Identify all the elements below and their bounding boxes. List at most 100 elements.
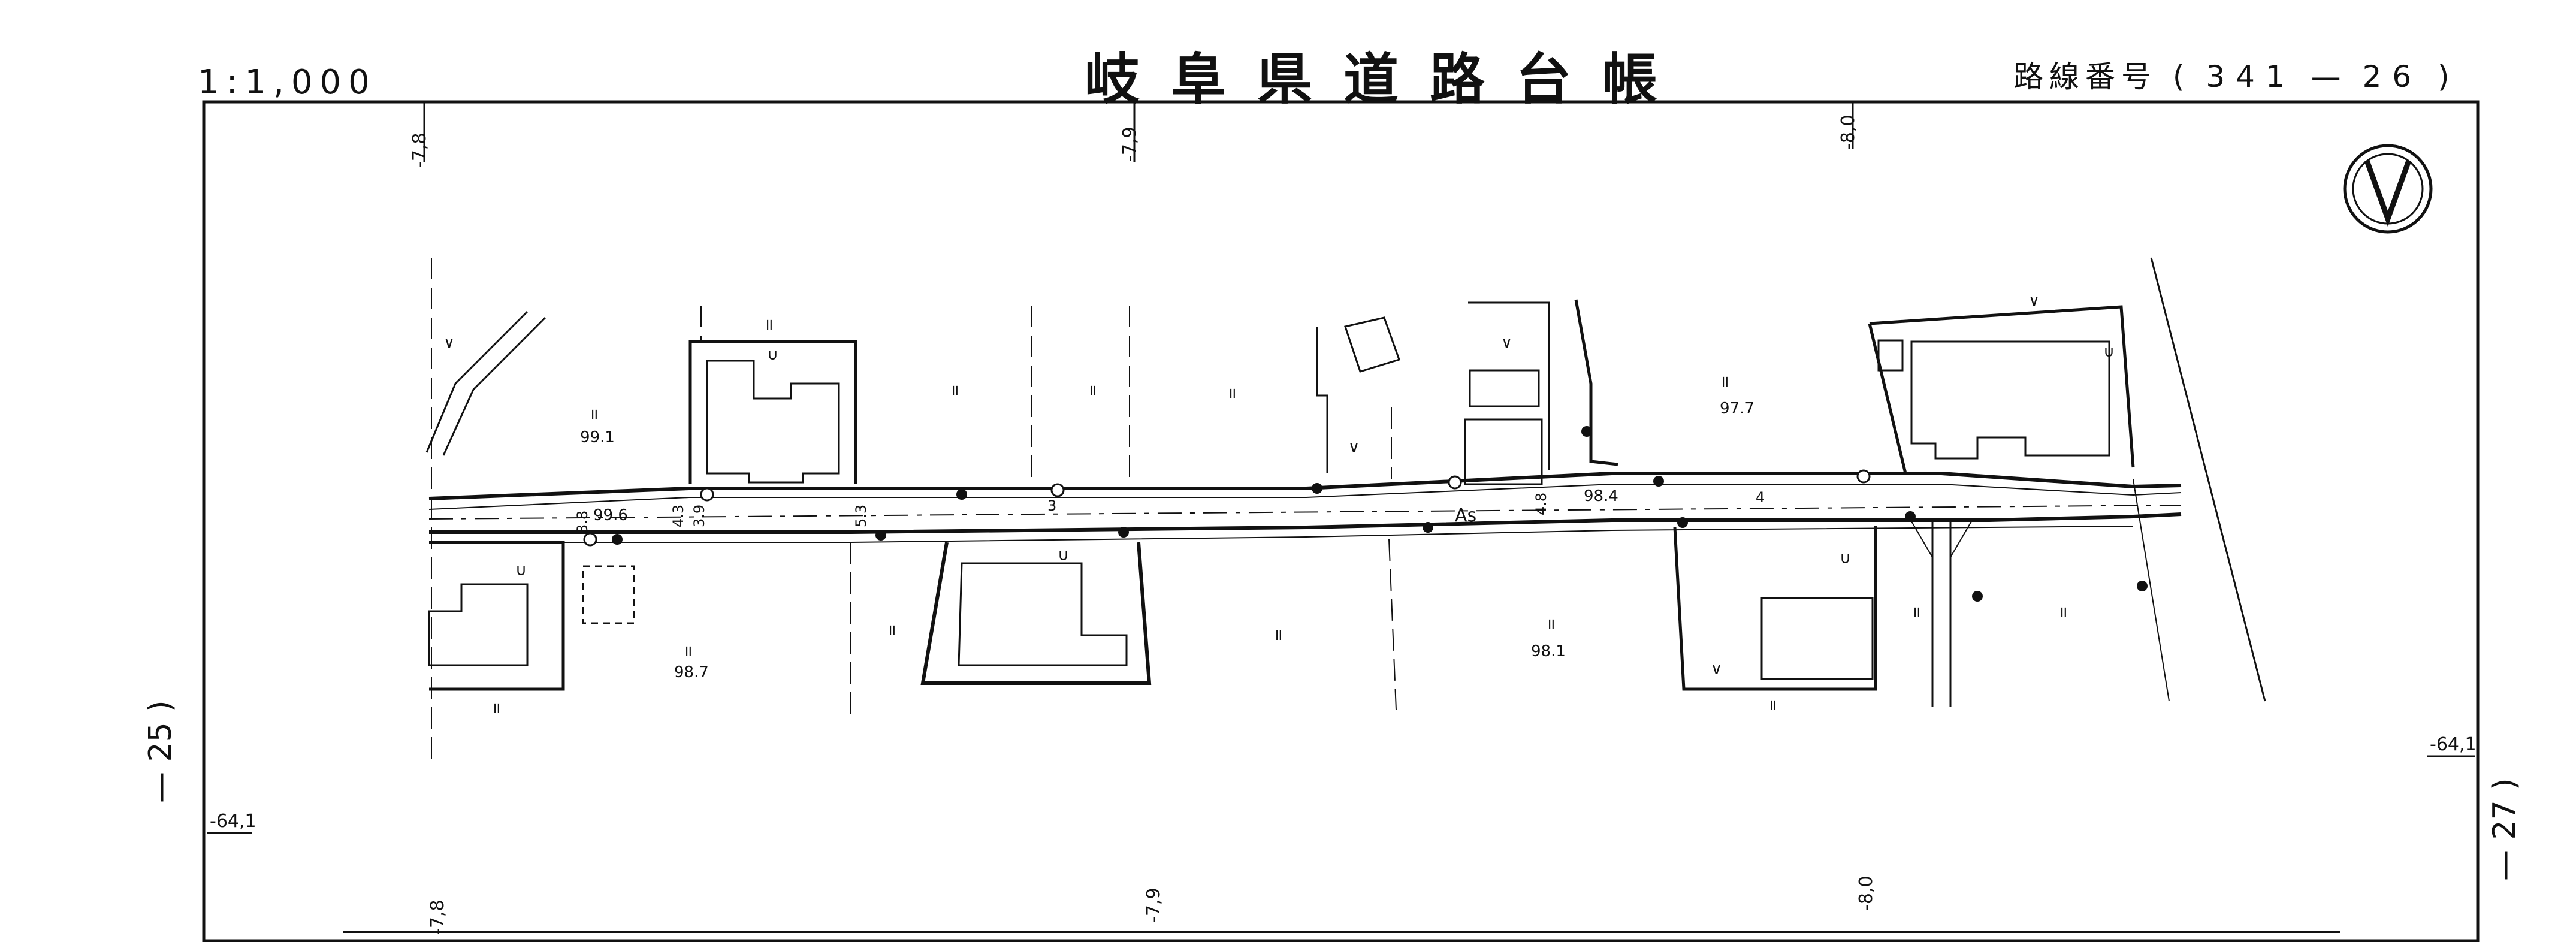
route-number-b: 26 xyxy=(2362,59,2423,94)
side-road-corner xyxy=(1911,521,1972,558)
paddy-mark-2: ॥ xyxy=(950,382,959,400)
route-dash: — xyxy=(2311,59,2347,94)
paddy-mark-12: ॥ xyxy=(2058,603,2068,621)
utility-pole-2 xyxy=(875,530,886,541)
utility-pole-11 xyxy=(1972,591,1983,602)
plot-north-5 xyxy=(1869,305,2135,468)
route-number: 路線番号 ( 341 — 26 ) xyxy=(2013,53,2456,96)
north-arrow-icon xyxy=(2343,144,2433,234)
road-edge-south-inner xyxy=(429,526,2134,543)
building-north-3b xyxy=(1464,418,1543,485)
plot-north-1 xyxy=(688,340,857,484)
paddy-mark-14: ॥ xyxy=(1768,696,1777,714)
width-label-2: 4 xyxy=(1756,489,1765,506)
paddy-mark-5: ॥ xyxy=(764,316,774,334)
field-mark-4: ∨ xyxy=(2028,292,2040,310)
plot-south-2 xyxy=(920,542,1152,685)
utility-pole-5 xyxy=(1312,483,1322,494)
paddy-mark-10: ॥ xyxy=(1546,615,1556,633)
utility-pole-6 xyxy=(1423,522,1433,533)
paddy-mark-9: ॥ xyxy=(1273,626,1283,644)
east-road-edge xyxy=(2150,257,2266,702)
paddy-mark-3: ॥ xyxy=(1088,382,1097,400)
building-north-1 xyxy=(706,360,840,484)
elevation-5: 98.1 xyxy=(1531,642,1566,660)
grid-label-left: -64,1 xyxy=(210,811,256,832)
utility-pole-8 xyxy=(1653,476,1664,487)
plot-north-4-edge xyxy=(1574,299,1618,466)
manhole-3 xyxy=(1856,469,1871,484)
plot-south-1 xyxy=(429,541,565,691)
road-edge-south xyxy=(429,512,2182,534)
route-paren-close: ) xyxy=(2438,59,2456,94)
route-paren-open: ( xyxy=(2172,59,2191,94)
field-mark-1: ∨ xyxy=(443,334,455,352)
building-north-2 xyxy=(1344,316,1400,373)
paddy-mark-4: ॥ xyxy=(1227,385,1237,403)
manhole-1 xyxy=(700,487,714,502)
elevation-6: 97.7 xyxy=(1720,400,1754,418)
paddy-mark-1: ॥ xyxy=(589,406,599,424)
grid-label-bottom-3: -8,0 xyxy=(1856,875,1877,911)
grid-label-right: -64,1 xyxy=(2430,734,2477,755)
paddy-mark-13: ॥ xyxy=(491,699,501,717)
plot-north-5-west xyxy=(1868,323,1907,474)
width-label-3: 4.3 xyxy=(670,505,687,527)
building-south-2 xyxy=(958,562,1128,666)
elevation-2: 99.6 xyxy=(593,506,628,524)
dry-mark-1: ∪ xyxy=(767,346,778,364)
grid-label-bottom-2: -7,9 xyxy=(1143,887,1164,923)
utility-pole-12 xyxy=(2137,581,2148,591)
plot-north-2-west xyxy=(1316,327,1328,473)
building-north-3a xyxy=(1469,369,1540,407)
width-label-6: 4.8 xyxy=(1533,493,1550,515)
route-number-a: 341 xyxy=(2206,59,2296,94)
paddy-mark-6: ॥ xyxy=(1720,373,1729,391)
width-label-1: 3 xyxy=(1047,497,1056,514)
plot-north-3 xyxy=(1468,301,1550,470)
width-label-5: 5.3 xyxy=(853,505,869,527)
utility-pole-7 xyxy=(1581,426,1592,437)
dry-mark-4: ∪ xyxy=(1840,550,1851,567)
hydrant-icon xyxy=(1448,475,1462,490)
building-north-5 xyxy=(1910,340,2110,460)
map-frame xyxy=(202,100,2480,942)
elevation-1: 99.1 xyxy=(580,428,615,446)
paddy-mark-8: ॥ xyxy=(887,621,896,639)
width-label-4: 3.9 xyxy=(691,505,708,527)
road-edge-north xyxy=(428,472,2182,500)
utility-pole-3 xyxy=(956,489,967,500)
plot-south-3 xyxy=(1673,526,1877,691)
dry-mark-5: ∪ xyxy=(2103,343,2115,361)
route-label: 路線番号 xyxy=(2013,59,2157,94)
shed-south-1 xyxy=(582,565,635,624)
utility-pole-10 xyxy=(1905,511,1916,522)
elevation-3: 98.7 xyxy=(674,663,709,681)
grid-label-bottom-1: -7,8 xyxy=(427,899,448,935)
road-edge-north-inner xyxy=(428,484,2182,510)
nw-road-edge-2 xyxy=(442,316,546,456)
paddy-mark-11: ॥ xyxy=(1911,603,1921,621)
building-south-3 xyxy=(1760,597,1874,680)
grid-label-top-3: -8,0 xyxy=(1838,114,1859,150)
map-scale: 1:1,000 xyxy=(198,63,377,102)
side-road-south xyxy=(1931,521,1952,707)
width-label-7: 3.8 xyxy=(574,511,591,533)
manhole-4 xyxy=(583,532,597,547)
field-mark-3: ∨ xyxy=(1348,439,1360,457)
paddy-mark-7: ॥ xyxy=(683,642,693,660)
grid-label-top-1: -7,8 xyxy=(409,132,430,168)
utility-pole-9 xyxy=(1677,517,1688,528)
surface-label: As xyxy=(1455,505,1476,526)
field-mark-5: ∨ xyxy=(1711,660,1722,678)
utility-pole-4 xyxy=(1118,527,1129,538)
grid-label-top-2: -7,9 xyxy=(1119,126,1140,162)
utility-pole-1 xyxy=(612,534,623,545)
dry-mark-2: ∪ xyxy=(515,561,527,579)
elevation-4: 98.4 xyxy=(1584,487,1618,505)
field-mark-2: ∨ xyxy=(1501,334,1512,352)
road-centerline xyxy=(428,505,2182,520)
manhole-2 xyxy=(1050,483,1065,497)
